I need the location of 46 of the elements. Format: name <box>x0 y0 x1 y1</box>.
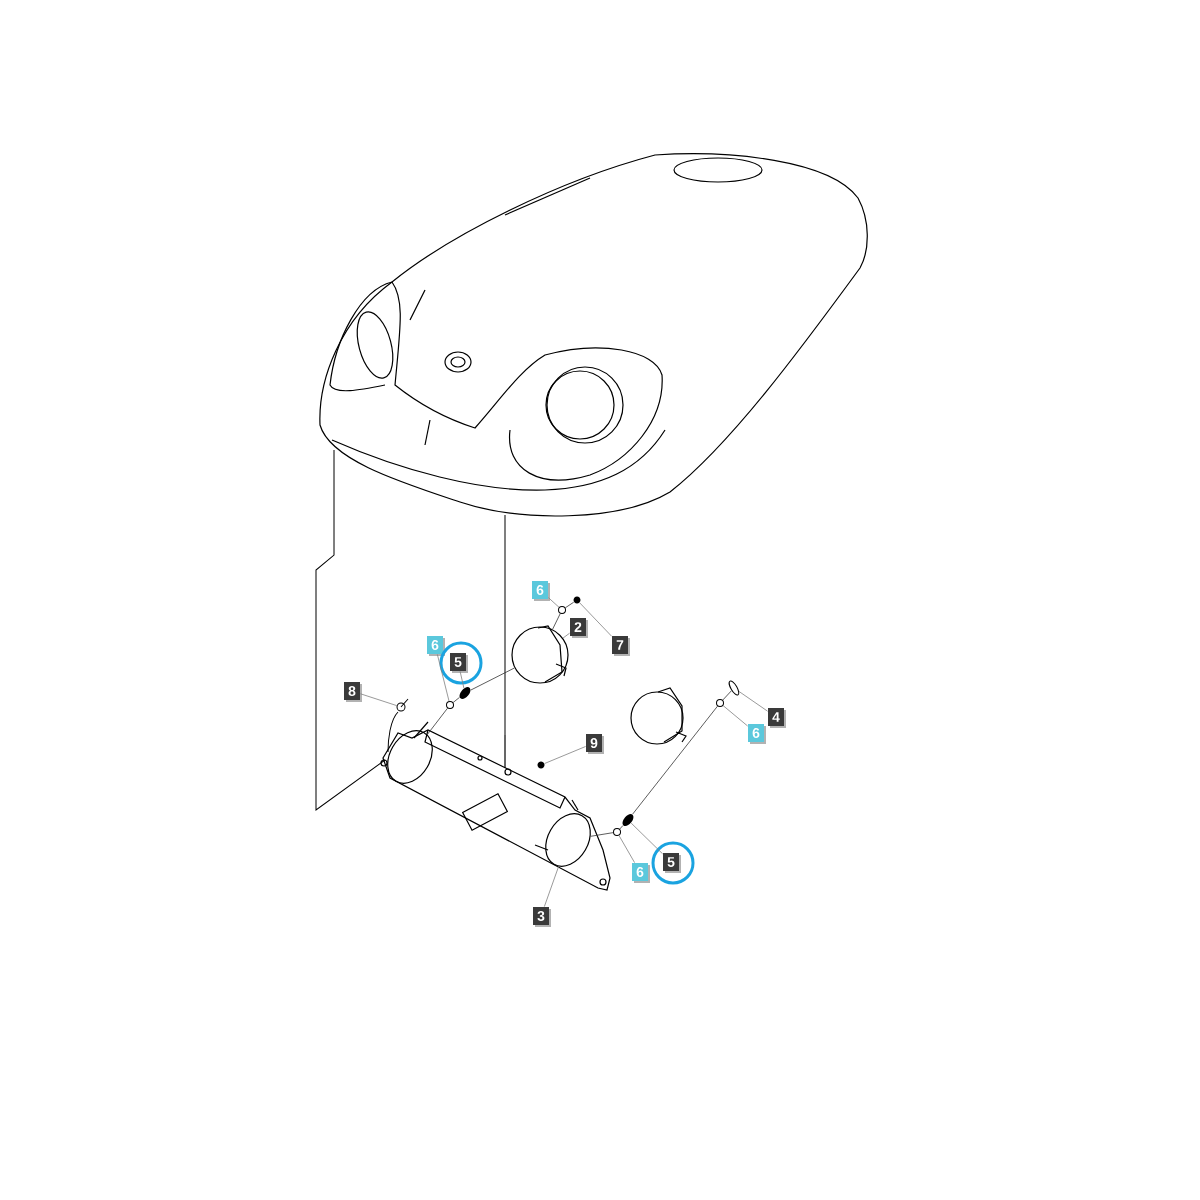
leader-line <box>459 671 465 689</box>
center-line <box>452 697 460 703</box>
center-line <box>590 832 614 837</box>
callout-number: 5 <box>663 853 681 873</box>
washer <box>558 606 566 614</box>
leader-line <box>579 602 612 637</box>
washer <box>446 701 454 709</box>
spring <box>459 687 471 699</box>
center-line <box>470 667 515 691</box>
lamp-hole <box>545 813 591 867</box>
callout-number: 8 <box>344 682 362 702</box>
leader-line <box>360 693 398 706</box>
callout-number: 6 <box>632 863 650 883</box>
washer <box>613 828 621 836</box>
spring <box>622 814 634 826</box>
callout-number: 6 <box>427 636 445 656</box>
leader-line <box>738 691 768 712</box>
center-line <box>426 707 448 735</box>
washer <box>716 699 724 707</box>
nut <box>537 761 545 769</box>
bolt <box>387 698 409 753</box>
center-line <box>552 613 561 630</box>
callout-number: 9 <box>586 734 604 754</box>
center-line <box>619 825 624 830</box>
callout-number: 4 <box>768 708 786 728</box>
callout-number: 7 <box>612 636 630 656</box>
callout-number: 5 <box>450 653 468 673</box>
leader-line <box>548 597 560 608</box>
leader-line <box>630 822 663 855</box>
callout-number: 3 <box>533 907 551 927</box>
leader-line <box>562 632 570 639</box>
callout-number: 6 <box>532 581 550 601</box>
callout-number: 2 <box>570 618 588 638</box>
leader-line <box>543 866 559 907</box>
leader-line <box>544 746 586 764</box>
center-line <box>722 690 732 701</box>
leader-line <box>722 705 748 727</box>
leader-line <box>618 835 635 863</box>
leader-line <box>436 654 450 702</box>
screw <box>728 680 740 696</box>
lamp <box>511 625 569 684</box>
nut <box>573 596 581 604</box>
center-line <box>632 705 718 815</box>
callout-number: 6 <box>748 724 766 744</box>
lamp-hole <box>387 730 433 784</box>
center-line <box>564 601 575 609</box>
